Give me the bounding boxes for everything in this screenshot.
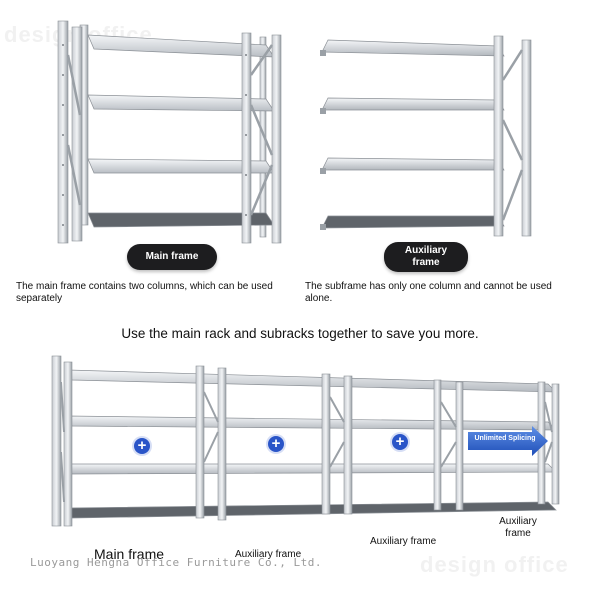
ghost-watermark-bottom: design office — [420, 552, 569, 577]
subframe-caption: The subframe has only one column and can… — [305, 281, 552, 304]
plus-icon-2: + — [268, 436, 284, 452]
bottom-aux3-line1: Auxiliary — [499, 516, 537, 527]
auxiliary-frame-pill: Auxiliary frame — [384, 242, 468, 272]
combined-rack-illustration — [51, 355, 560, 527]
main-frame-caption: The main frame contains two columns, whi… — [16, 281, 273, 304]
main-frame-illustration — [57, 20, 282, 244]
main-frame-pill: Main frame — [127, 244, 217, 270]
aux-pill-line2: frame — [412, 257, 440, 268]
aux-pill-line1: Auxiliary — [404, 245, 448, 256]
unlimited-splicing-arrow-icon — [468, 426, 548, 456]
bottom-aux3-line2: frame — [505, 528, 531, 539]
combination-headline: Use the main rack and subracks together … — [121, 326, 479, 341]
bottom-main-frame-label: Main frame — [94, 546, 165, 562]
bottom-aux-frame-label-3: Auxiliary frame — [492, 516, 544, 540]
plus-icon-3: + — [392, 434, 408, 450]
auxiliary-frame-illustration — [320, 35, 532, 237]
bottom-aux-frame-label-2: Auxiliary frame — [370, 536, 437, 547]
plus-icon-1: + — [134, 438, 150, 454]
company-watermark: Luoyang Hengna Office Furniture Co., Ltd… — [30, 556, 323, 569]
unlimited-splicing-label: Unlimited Splicing — [474, 435, 536, 442]
bottom-aux-frame-label-1: Auxiliary frame — [235, 549, 302, 560]
